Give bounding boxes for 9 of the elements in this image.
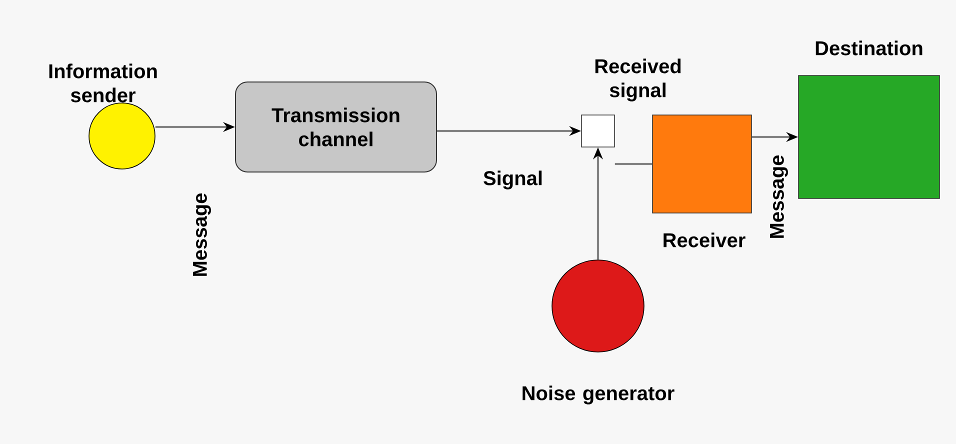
node-label: Received signal	[595, 58, 681, 102]
node-label: Information sender	[49, 64, 157, 102]
process-box: Transmission channel	[235, 82, 437, 172]
edge-label: Message	[192, 192, 212, 278]
node-label: Destination	[816, 40, 922, 56]
node-label: Noise generator	[522, 386, 674, 404]
edge-label: Message	[769, 154, 789, 240]
edge-label: Signal	[482, 170, 544, 190]
node-label: Receiver	[664, 232, 746, 248]
